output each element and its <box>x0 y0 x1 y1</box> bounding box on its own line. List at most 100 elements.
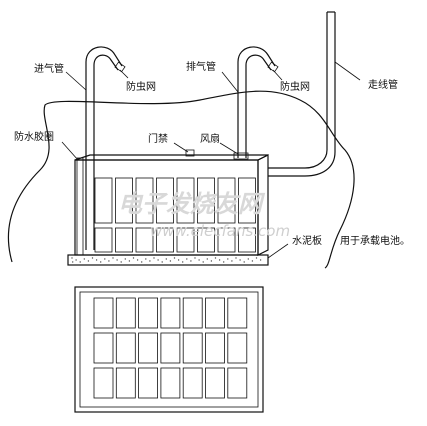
slab-dot <box>218 259 221 261</box>
battery-rack-cells <box>93 297 248 399</box>
slab-dot <box>259 259 262 261</box>
slab-dot <box>72 261 74 263</box>
cabinet-cell <box>135 227 154 253</box>
label-door-switch: 门禁 <box>148 132 168 145</box>
leader-inlet <box>65 71 87 91</box>
battery-cell <box>182 367 203 399</box>
slab-dot <box>198 259 200 261</box>
exhaust-pipe <box>237 46 276 158</box>
cabinet-side <box>257 154 269 256</box>
fan-box <box>233 152 249 160</box>
slab-dot <box>210 260 213 262</box>
cabinet-cell <box>94 227 113 253</box>
cabinet-cell <box>156 227 174 253</box>
leader-screen-left <box>119 69 129 79</box>
slab-dot <box>255 257 258 259</box>
cabinet-cell <box>217 177 236 224</box>
slab-dot <box>124 258 127 260</box>
battery-cell <box>227 367 248 399</box>
label-cable-pipe: 走线管 <box>368 78 398 91</box>
slab-dot <box>141 261 143 263</box>
slab-dot <box>100 261 102 263</box>
cabinet-cell <box>176 227 195 253</box>
cabinet-cell <box>238 177 256 224</box>
battery-cell <box>160 332 181 364</box>
cabinet-cell <box>156 177 174 224</box>
battery-cell <box>115 332 136 364</box>
cabinet-cell <box>197 177 215 224</box>
slab-dot <box>132 257 135 259</box>
slab-dot <box>161 261 163 263</box>
cabinet-cell <box>238 227 256 253</box>
leader-screen-right <box>272 69 283 81</box>
battery-cell <box>182 332 203 364</box>
slab-dot <box>247 258 249 260</box>
slab-dot <box>190 260 192 262</box>
slab-dot <box>91 257 94 259</box>
slab-dot <box>223 261 225 263</box>
cabinet-cell <box>115 227 133 253</box>
battery-rack-frame <box>74 286 264 413</box>
battery-cell <box>182 297 203 329</box>
label-exhaust-pipe: 排气管 <box>186 60 216 73</box>
slab-dot <box>128 260 131 262</box>
cabinet-cell <box>94 177 113 224</box>
watermark-en: www.elecfans.com <box>150 222 290 240</box>
slab-dot <box>202 261 204 263</box>
cabinet-cell <box>197 227 215 253</box>
slab-dot <box>87 260 90 262</box>
label-insect-screen-left: 防虫网 <box>126 80 156 93</box>
cable-pipe-inner <box>268 12 336 177</box>
slab-dot <box>136 259 139 261</box>
watermark-cn: 电子发烧友网 <box>118 189 266 218</box>
battery-cell <box>205 367 225 399</box>
slab-dot <box>214 257 217 259</box>
slab-dot <box>227 258 229 260</box>
slab-dot <box>169 260 172 262</box>
slab-dot <box>95 259 98 261</box>
insect-screen-right-mesh <box>267 61 279 73</box>
slab-dot <box>177 259 180 261</box>
slab-dot <box>173 257 176 259</box>
battery-cell <box>160 297 181 329</box>
leader-cable <box>334 61 361 81</box>
label-waterproof-gasket: 防水胶圈 <box>14 130 54 143</box>
slab-dot <box>79 261 81 263</box>
leader-fan <box>219 142 239 155</box>
battery-cell <box>138 297 159 329</box>
battery-cell <box>205 332 225 364</box>
leader-exhaust <box>221 71 239 93</box>
battery-cell <box>93 332 114 364</box>
insect-screen-left-mesh <box>114 61 126 73</box>
cabinet-battery-cells <box>94 177 256 253</box>
ground-outline <box>7 90 355 269</box>
slab-dot <box>104 258 106 260</box>
slab-dot <box>231 260 233 262</box>
battery-cell <box>138 332 159 364</box>
slab-dot <box>239 259 241 261</box>
slab-dot <box>145 258 147 260</box>
label-fan: 风扇 <box>200 132 220 145</box>
slab-dot <box>186 258 188 260</box>
slab-dot <box>182 261 184 263</box>
battery-cell <box>93 367 114 399</box>
label-insect-screen-right: 防虫网 <box>280 80 310 93</box>
battery-cell <box>93 297 114 329</box>
cable-pipe <box>268 12 328 169</box>
leader-door <box>173 142 189 153</box>
cabinet-cell <box>176 177 195 224</box>
battery-cell <box>138 367 159 399</box>
battery-cell <box>160 367 181 399</box>
battery-rack-inner <box>79 291 259 408</box>
slab-dot <box>83 258 86 260</box>
slab-dot <box>157 259 159 261</box>
slab-dot <box>206 258 208 260</box>
battery-cell <box>205 297 225 329</box>
slab-dot <box>120 261 122 263</box>
cement-slab-texture <box>71 257 262 263</box>
inlet-pipe-inner <box>93 54 119 250</box>
slab-dot <box>108 260 110 262</box>
cabinet-cell <box>115 177 133 224</box>
slab-dot <box>112 257 114 259</box>
